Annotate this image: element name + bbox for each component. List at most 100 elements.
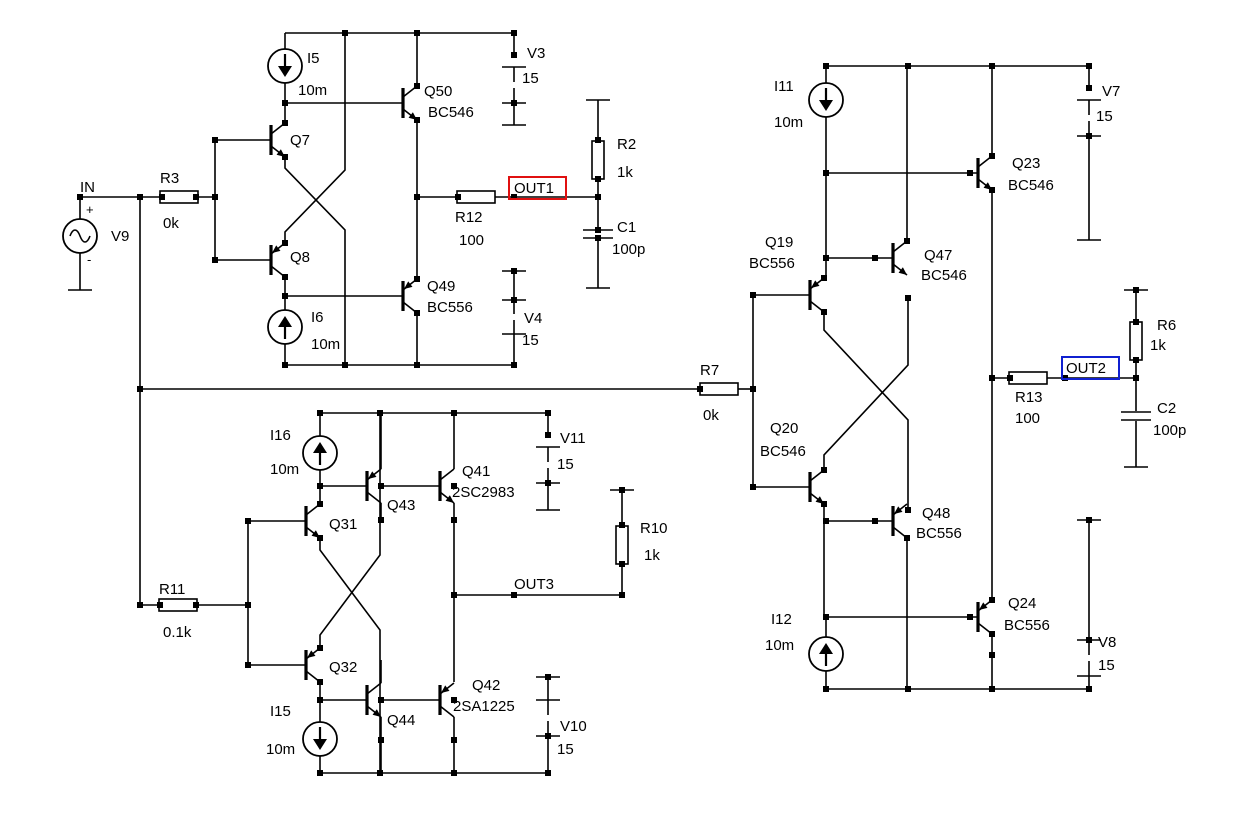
junction-dot (193, 602, 199, 608)
current-source-i16 (302, 435, 338, 471)
resistor-r10 (615, 525, 629, 565)
label-q23: Q23 (1012, 155, 1040, 172)
label-q23t: BC546 (1008, 177, 1054, 194)
junction-dot (317, 697, 323, 703)
transistor-q43 (365, 468, 382, 504)
label-c1v: 100p (612, 241, 645, 258)
label-i6: I6 (311, 309, 324, 326)
svg-text:+: + (86, 202, 94, 217)
junction-dot (967, 170, 973, 176)
junction-dot (317, 770, 323, 776)
label-r13: R13 (1015, 389, 1043, 406)
junction-dot (77, 194, 83, 200)
junction-dot (545, 480, 551, 486)
transistor-q48 (891, 503, 908, 539)
label-out2: OUT2 (1066, 360, 1106, 377)
label-i16: I16 (270, 427, 291, 444)
junction-dot (905, 507, 911, 513)
junction-dot (414, 30, 420, 36)
label-q44: Q44 (387, 712, 415, 729)
junction-dot (159, 194, 165, 200)
resistor-r12 (456, 190, 496, 204)
junction-dot (750, 386, 756, 392)
junction-dot (137, 602, 143, 608)
junction-dot (823, 518, 829, 524)
junction-dot (511, 194, 517, 200)
label-i6v: 10m (311, 336, 340, 353)
label-i12v: 10m (765, 637, 794, 654)
current-source-i15 (302, 721, 338, 757)
junction-dot (455, 194, 461, 200)
transistor-q23 (976, 155, 993, 191)
junction-dot (1086, 85, 1092, 91)
junction-dot (212, 137, 218, 143)
junction-dot (378, 697, 384, 703)
junction-dot (451, 770, 457, 776)
transistor-q50 (401, 85, 418, 121)
junction-dot (905, 63, 911, 69)
label-v4v: 15 (522, 332, 539, 349)
label-q32: Q32 (329, 659, 357, 676)
label-q48: Q48 (922, 505, 950, 522)
label-q42: Q42 (472, 677, 500, 694)
junction-dot (282, 100, 288, 106)
label-i5: I5 (307, 50, 320, 67)
junction-dot (545, 432, 551, 438)
junction-dot (595, 227, 601, 233)
junction-dot (451, 592, 457, 598)
junction-dot (989, 652, 995, 658)
junction-dot (545, 733, 551, 739)
label-v7v: 15 (1096, 108, 1113, 125)
label-i5v: 10m (298, 82, 327, 99)
label-q19t: BC556 (749, 255, 795, 272)
resistor-r7 (699, 382, 739, 396)
junction-dot (245, 518, 251, 524)
junction-dot (414, 362, 420, 368)
junction-dot (904, 238, 910, 244)
resistor-r11 (158, 598, 198, 612)
label-i12: I12 (771, 611, 792, 628)
junction-dot (317, 410, 323, 416)
sine-source-icon: +- (62, 202, 98, 267)
output-markers (508, 176, 1120, 380)
label-v11: V11 (560, 430, 586, 447)
junction-dot (595, 235, 601, 241)
junction-dot (823, 614, 829, 620)
junction-dot (451, 483, 457, 489)
junction-dot (1086, 133, 1092, 139)
junction-dot (342, 362, 348, 368)
junction-dot (595, 194, 601, 200)
junction-dot (872, 518, 878, 524)
label-r3: R3 (160, 170, 179, 187)
label-r2v: 1k (617, 164, 633, 181)
components: +- (62, 48, 1152, 757)
svg-text:-: - (87, 252, 91, 267)
label-v7: V7 (1102, 83, 1120, 100)
junction-dot (451, 410, 457, 416)
label-i16v: 10m (270, 461, 299, 478)
junction-dot (282, 120, 288, 126)
junction-dot (1086, 686, 1092, 692)
labels: INV9R30kI510mQ7Q8I610mQ50BC546Q49BC556V3… (80, 45, 1186, 758)
junction-dot (1007, 375, 1013, 381)
junction-dot (619, 592, 625, 598)
label-q47: Q47 (924, 247, 952, 264)
voltage-source-v4 (502, 299, 526, 335)
junction-dot (342, 30, 348, 36)
junction-dot (989, 631, 995, 637)
label-q31: Q31 (329, 516, 357, 533)
label-q24t: BC556 (1004, 617, 1050, 634)
label-q48t: BC556 (916, 525, 962, 542)
junction-dot (750, 292, 756, 298)
junction-dot (282, 362, 288, 368)
junction-dot (1086, 517, 1092, 523)
resistor-r3 (159, 190, 199, 204)
junction-dot (1133, 357, 1139, 363)
junction-dot (823, 63, 829, 69)
junction-dot (511, 362, 517, 368)
junction-dot (414, 276, 420, 282)
junction-dot (989, 597, 995, 603)
junction-dot (511, 268, 517, 274)
transistor-q32 (304, 647, 321, 683)
